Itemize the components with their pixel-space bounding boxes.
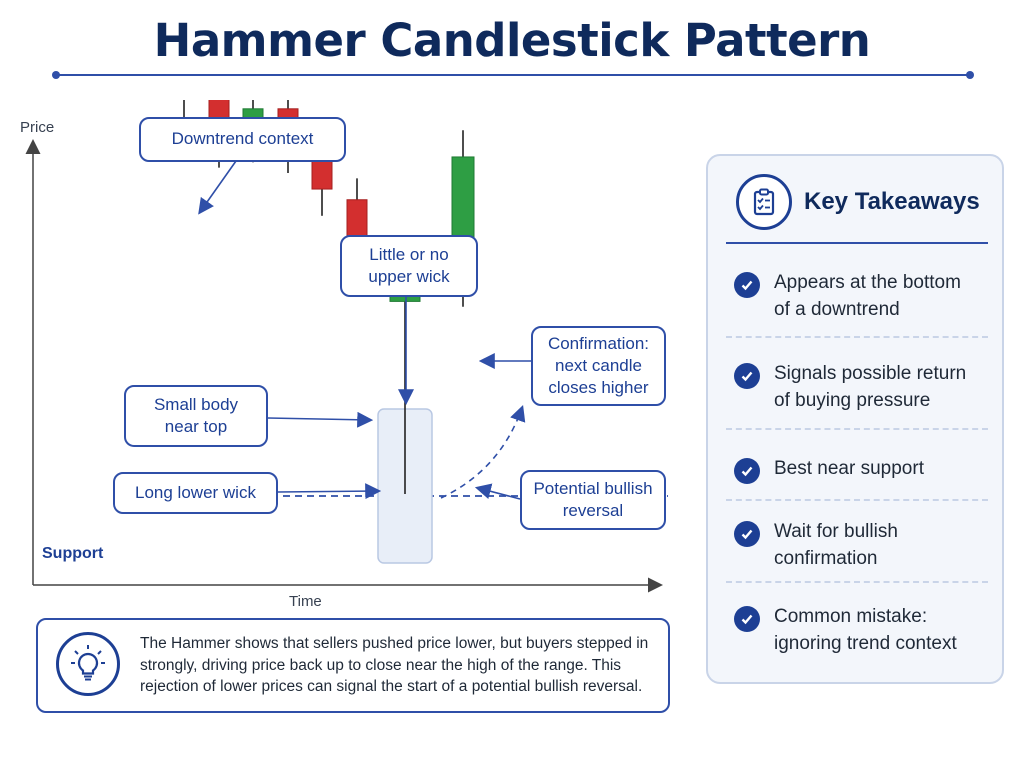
title-rule-dot-right <box>966 71 974 79</box>
takeaway-text: Common mistake: ignoring trend context <box>774 606 957 654</box>
arrow-reversal <box>474 483 521 500</box>
takeaway-divider <box>726 428 988 430</box>
panel-header-divider <box>726 242 988 244</box>
check-icon <box>734 458 760 484</box>
takeaway-text: Wait for bullish confirmation <box>774 521 898 569</box>
takeaway-text: Signals possible return of buying pressu… <box>774 363 967 411</box>
takeaway-item: Appears at the bottom of a downtrend <box>708 258 1002 336</box>
summary-text: The Hammer shows that sellers pushed pri… <box>140 635 649 696</box>
callout-lower-wick: Long lower wick <box>113 472 278 514</box>
support-label: Support <box>42 545 104 562</box>
title-underline <box>56 74 970 76</box>
callout-downtrend: Downtrend context <box>139 117 346 162</box>
takeaway-item: Best near support <box>708 444 1002 522</box>
summary-box: The Hammer shows that sellers pushed pri… <box>36 618 670 713</box>
arrow-downtrend <box>198 160 237 215</box>
takeaway-item: Signals possible return of buying pressu… <box>708 349 1002 427</box>
dashed-reversal-path <box>440 404 526 499</box>
callout-upper-wick: Little or no upper wick <box>340 235 478 297</box>
arrow-lower-wick <box>277 483 382 500</box>
callout-arrows <box>198 160 531 500</box>
clipboard-check-icon <box>736 174 792 230</box>
check-icon <box>734 521 760 547</box>
check-icon <box>734 363 760 389</box>
title-rule-dot-left <box>52 71 60 79</box>
takeaway-item: Common mistake: ignoring trend context <box>708 592 1002 670</box>
takeaway-divider <box>726 499 988 501</box>
callout-reversal: Potential bullish reversal <box>520 470 666 530</box>
check-icon <box>734 606 760 632</box>
page-title: Hammer Candlestick Pattern <box>153 14 871 67</box>
takeaway-text: Best near support <box>774 458 924 479</box>
callout-confirmation: Confirmation: next candle closes higher <box>531 326 666 406</box>
takeaway-item: Wait for bullish confirmation <box>708 507 1002 585</box>
arrow-small-body <box>267 411 374 428</box>
takeaway-divider <box>726 336 988 338</box>
check-icon <box>734 272 760 298</box>
takeaway-divider <box>726 581 988 583</box>
takeaway-text: Appears at the bottom of a downtrend <box>774 272 961 320</box>
callout-small-body: Small body near top <box>124 385 268 447</box>
lightbulb-icon <box>56 632 120 696</box>
x-axis-label: Time <box>289 593 322 610</box>
panel-title: Key Takeaways <box>804 188 980 215</box>
chart-axes <box>25 139 663 593</box>
key-takeaways-panel: Key Takeaways Appears at the bottom of a… <box>706 154 1004 684</box>
y-axis-label: Price <box>20 119 55 136</box>
